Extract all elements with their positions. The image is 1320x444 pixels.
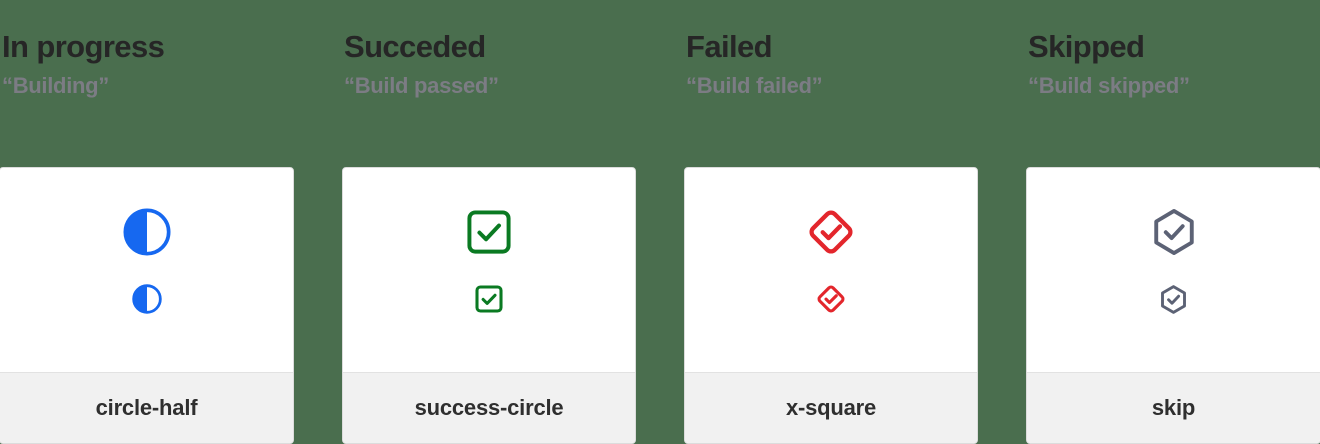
icon-name-label: x-square [785, 395, 877, 420]
icon-name-label: success-circle [414, 395, 564, 420]
icon-card-footer: circle-half [0, 372, 293, 443]
column-title: Skipped [1028, 29, 1145, 64]
icon-card[interactable]: success-circle [342, 167, 636, 444]
status-column-succeded: Succeded “Build passed” [342, 0, 636, 444]
icon-card-body [343, 168, 635, 372]
icon-card-footer: skip [1027, 372, 1320, 443]
icon-card-footer: success-circle [343, 372, 635, 443]
column-title: Failed [686, 29, 773, 64]
x-square-icon-large [803, 204, 859, 260]
column-subtitle: “Build skipped” [1028, 73, 1190, 99]
column-header: Skipped “Build skipped” [1026, 0, 1320, 99]
status-column-in-progress: In progress “Building” [0, 0, 294, 444]
skip-icon-small [1157, 282, 1191, 316]
circle-half-icon-large [119, 204, 175, 260]
status-column-skipped: Skipped “Build skipped” [1026, 0, 1320, 444]
column-title: In progress [2, 29, 165, 64]
icon-name-label: skip [1151, 395, 1196, 420]
column-header: Succeded “Build passed” [342, 0, 636, 99]
column-subtitle: “Build passed” [344, 73, 499, 99]
status-column-failed: Failed “Build failed” [684, 0, 978, 444]
skip-icon-large [1146, 204, 1202, 260]
success-circle-icon-small [472, 282, 506, 316]
icon-card[interactable]: circle-half [0, 167, 294, 444]
x-square-icon-small [814, 282, 848, 316]
icon-card[interactable]: skip [1026, 167, 1320, 444]
column-title: Succeded [344, 29, 486, 64]
column-header: Failed “Build failed” [684, 0, 978, 99]
icon-card-body [0, 168, 293, 372]
icon-card-footer: x-square [685, 372, 977, 443]
icon-card-body [685, 168, 977, 372]
circle-half-icon-small [130, 282, 164, 316]
column-subtitle: “Build failed” [686, 73, 823, 99]
column-header: In progress “Building” [0, 0, 294, 99]
icon-card[interactable]: x-square [684, 167, 978, 444]
success-circle-icon-large [461, 204, 517, 260]
column-subtitle: “Building” [2, 73, 109, 99]
icon-card-body [1027, 168, 1320, 372]
icon-name-label: circle-half [95, 395, 198, 420]
